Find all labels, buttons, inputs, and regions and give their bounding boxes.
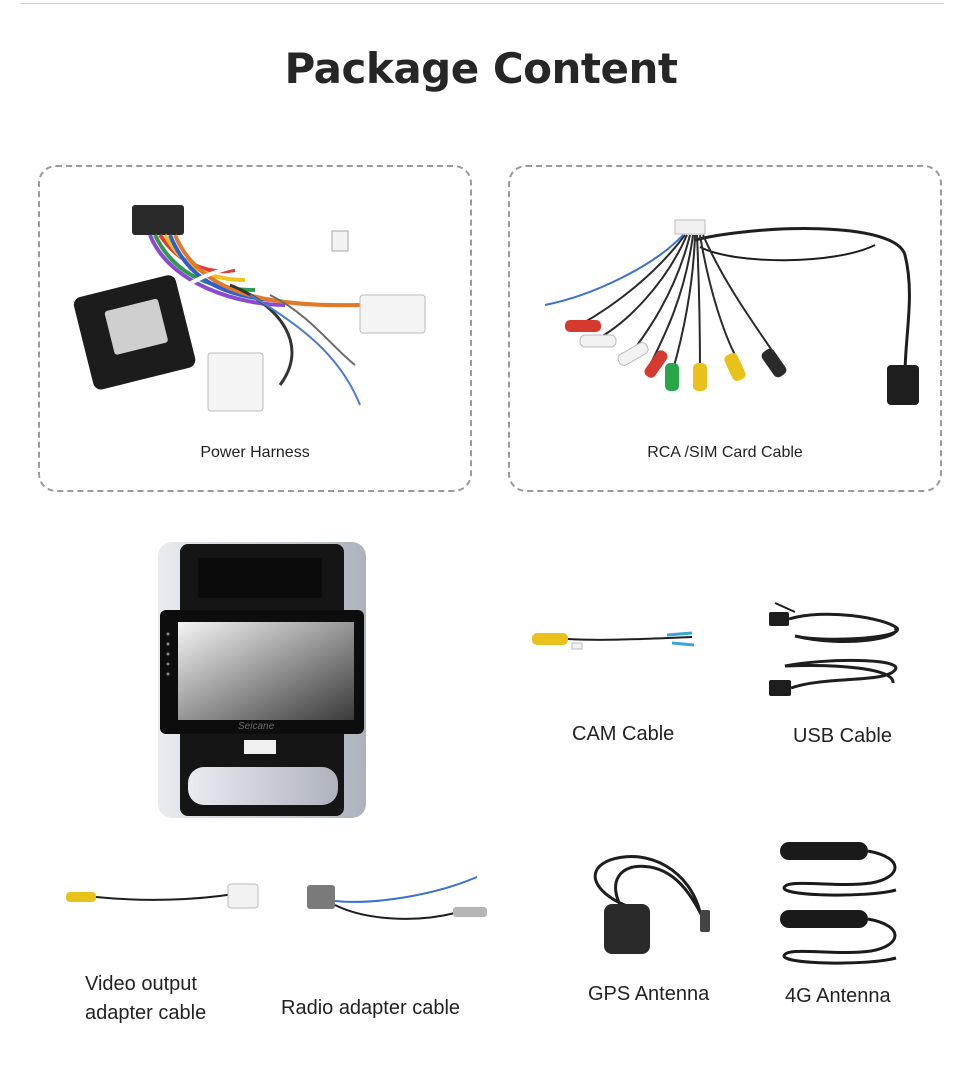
video-output-label-line1: Video output [85, 973, 197, 995]
cam-cable-label: CAM Cable [572, 723, 675, 745]
gps-antenna-label: GPS Antenna [588, 983, 710, 1005]
page-title: Package Content [284, 44, 678, 93]
power-harness-image [73, 205, 426, 412]
radio-adapter-cable-image [307, 876, 487, 920]
rca-sim-cable-image [544, 219, 919, 405]
usb-cable-image [769, 602, 899, 696]
usb-cable-label: USB Cable [793, 725, 892, 747]
video-output-cable-image [66, 883, 259, 909]
video-output-label-line2: adapter cable [85, 1002, 207, 1024]
unit-brand-text: Seicane [238, 721, 275, 732]
radio-adapter-label: Radio adapter cable [281, 997, 461, 1019]
top-divider [20, 3, 944, 4]
4g-antenna-image [780, 842, 897, 965]
rca-sim-label: RCA /SIM Card Cable [647, 444, 803, 461]
power-harness-label: Power Harness [200, 444, 310, 461]
4g-antenna-label: 4G Antenna [785, 985, 891, 1007]
power-harness-card [38, 165, 472, 492]
gps-antenna-image [593, 855, 710, 954]
head-unit-image [158, 542, 366, 818]
rca-sim-card [508, 165, 942, 492]
cam-cable-image [532, 631, 695, 650]
